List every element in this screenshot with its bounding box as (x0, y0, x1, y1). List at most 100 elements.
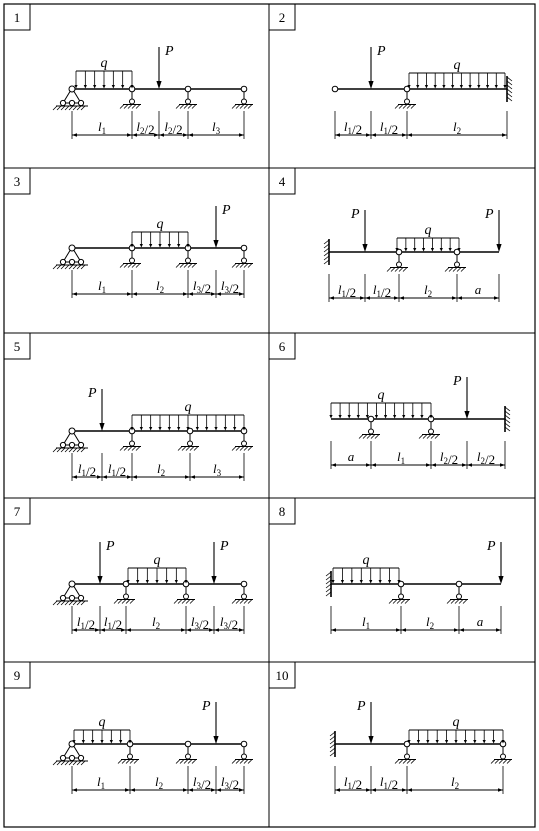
load-q-label: q (157, 217, 164, 232)
dim-label-part: 3 (216, 126, 221, 136)
dimension-label: l1 (98, 278, 106, 295)
dim-label-part: l (155, 774, 159, 789)
dim-label-part: l (362, 614, 366, 629)
roller-support (175, 740, 197, 764)
distributed-load (72, 729, 132, 744)
fixed-wall-support (325, 571, 332, 597)
dimension-label: l1/2 (373, 282, 391, 300)
pinned-support (52, 740, 88, 766)
cell-number-box (268, 3, 296, 31)
roller-support (117, 740, 139, 764)
point-load-arrow (156, 47, 162, 89)
dimension-label: l2 (453, 119, 461, 136)
dimension-label: l3 (212, 119, 221, 136)
dim-label-part: l (156, 278, 160, 293)
dimension-label: l1/2 (78, 461, 96, 479)
point-load-arrow (211, 542, 217, 584)
dim-label-part: /2 (229, 281, 239, 296)
dim-label-part: 1 (348, 781, 353, 791)
roller-support (444, 248, 466, 272)
dim-label-part: l (152, 614, 156, 629)
dim-label-part: l (193, 278, 197, 293)
load-q-label: q (454, 58, 461, 73)
load-P-label: P (221, 203, 231, 218)
distributed-load (331, 567, 401, 584)
cell-number: 2 (279, 10, 286, 25)
roller-support (175, 244, 197, 268)
load-q-label: q (101, 56, 108, 71)
dim-label-part: 1 (101, 781, 106, 791)
dimension-label: l2/2 (136, 119, 154, 137)
dim-label-part: l (212, 119, 216, 134)
roller-support (119, 244, 141, 268)
dim-label-part: 2 (156, 621, 161, 631)
pinned-support (52, 580, 88, 606)
cell-number-box (3, 332, 31, 360)
dim-label-part: 1 (366, 621, 371, 631)
dim-label-part: /2 (228, 617, 238, 632)
dimension-label: l3/2 (193, 774, 211, 792)
cell-number-box (268, 497, 296, 525)
dim-label-part: /2 (381, 285, 391, 300)
cell-number: 1 (14, 10, 21, 25)
dim-label-part: 1 (108, 621, 113, 631)
dim-label-part: 2 (457, 126, 462, 136)
dim-label-part: l (221, 774, 225, 789)
distributed-load (126, 567, 188, 584)
distributed-load (407, 729, 505, 744)
fixed-wall-support (506, 76, 513, 102)
dim-label-part: /2 (485, 452, 495, 467)
cell-number-box (3, 3, 31, 31)
roller-support (394, 740, 416, 764)
dimension-label: a (477, 614, 484, 629)
point-load-arrow (496, 210, 502, 252)
load-P-label: P (484, 207, 494, 222)
dimension-label: l1 (397, 449, 405, 466)
dimension-label: l2 (426, 614, 434, 631)
dim-label-part: 1 (102, 285, 107, 295)
dimension-label: l1/2 (344, 774, 362, 792)
roller-support (177, 427, 199, 451)
dim-label-part: l (220, 614, 224, 629)
point-load-arrow (213, 206, 219, 248)
dim-label-part: l (451, 774, 455, 789)
dim-label-part: l (424, 282, 428, 297)
load-P-label: P (486, 539, 496, 554)
point-load-arrow (368, 702, 374, 744)
cell-number: 3 (14, 174, 21, 189)
load-q-label: q (425, 223, 432, 238)
dimension-label: l2 (157, 461, 165, 478)
dim-label-part: l (440, 449, 444, 464)
distributed-load (395, 237, 461, 252)
dim-label-part: l (97, 774, 101, 789)
dim-label-part: /2 (448, 452, 458, 467)
point-load-arrow (368, 47, 374, 89)
cell-number: 7 (14, 504, 21, 519)
dim-label-part: 2 (161, 468, 166, 478)
dim-label-part: l (344, 119, 348, 134)
dim-label-part: l (477, 449, 481, 464)
dimension-label: l1/2 (344, 119, 362, 137)
dimension-label: l3/2 (221, 774, 239, 792)
load-P-label: P (164, 44, 174, 59)
dimension-label: l1 (362, 614, 370, 631)
dimension-label: l2/2 (477, 449, 495, 467)
dim-label-part: /2 (116, 464, 126, 479)
dim-label-part: l (373, 282, 377, 297)
dim-label-part: l (221, 278, 225, 293)
dimension-label: l1/2 (77, 614, 95, 632)
dim-label-part: 1 (348, 126, 353, 136)
cell-number-box (268, 661, 296, 689)
